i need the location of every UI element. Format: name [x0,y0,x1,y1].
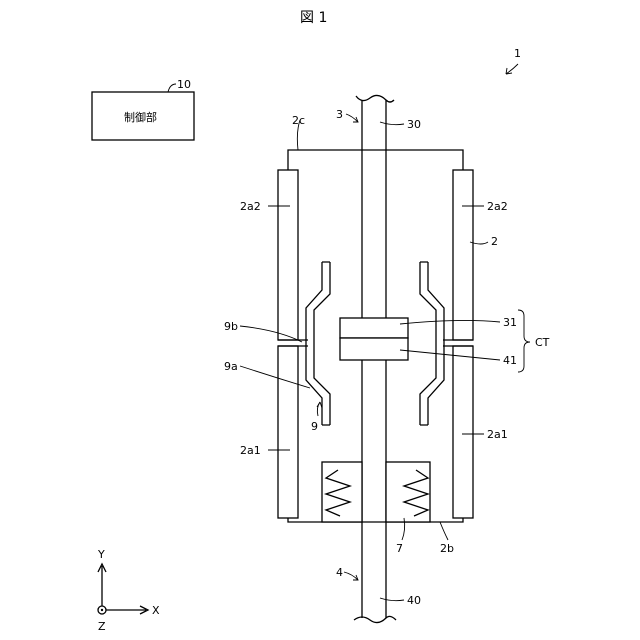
lower-rod-break [354,616,396,622]
label-30: 30 [407,118,421,131]
left-shield-ends [322,262,330,425]
leader-4 [344,572,358,580]
contacts [340,318,408,360]
bellows [322,462,430,522]
label-2a2-right: 2a2 [487,200,508,213]
label-ct: CT [535,336,550,349]
contact-group-brace [518,310,530,372]
device-ref-label: 1 [514,47,521,60]
label-2a1-right: 2a1 [487,428,508,441]
controller-leader [168,84,176,92]
bellows-left-box [322,462,362,522]
label-3: 3 [336,108,343,121]
label-9: 9 [311,420,318,433]
label-41: 41 [503,354,517,367]
right-upper-wall [453,170,473,340]
axis-label-x: X [152,604,160,617]
label-4: 4 [336,566,343,579]
label-31: 31 [503,316,517,329]
axis-label-y: Y [97,548,105,561]
label-40: 40 [407,594,421,607]
bottom-cap [288,518,463,522]
z-axis-dot [101,609,103,611]
right-shield-ends [420,262,428,425]
label-2a2-left: 2a2 [240,200,261,213]
label-9a: 9a [224,360,238,373]
device-ref-leader [506,64,518,74]
axis-label-z: Z [98,620,106,633]
label-2a1-left: 2a1 [240,444,261,457]
device-ref: 1 [506,47,521,74]
label-2c: 2c [292,114,305,127]
leader-40 [380,598,404,601]
label-9b: 9b [224,320,238,333]
controller-ref: 10 [177,78,191,91]
left-upper-wall [278,170,298,340]
leader-31 [400,320,500,324]
leader-2b [440,522,448,540]
left-seal-joint [278,340,308,346]
leader-41 [400,350,500,360]
right-lower-wall [453,346,473,518]
controller-block: 制御部 10 [92,78,194,140]
upper-electrode [340,318,408,338]
label-7: 7 [396,542,403,555]
leader-9a [240,366,310,388]
top-cap [288,150,463,170]
right-seal-joint [443,340,473,346]
coordinate-axes: Y X Z [97,548,160,633]
leader-30 [380,122,404,125]
left-lower-wall [278,346,298,518]
label-2b: 2b [440,542,454,555]
lower-electrode [340,338,408,360]
label-2: 2 [491,235,498,248]
controller-label: 制御部 [124,110,157,124]
figure-title: 図 1 [300,10,327,26]
